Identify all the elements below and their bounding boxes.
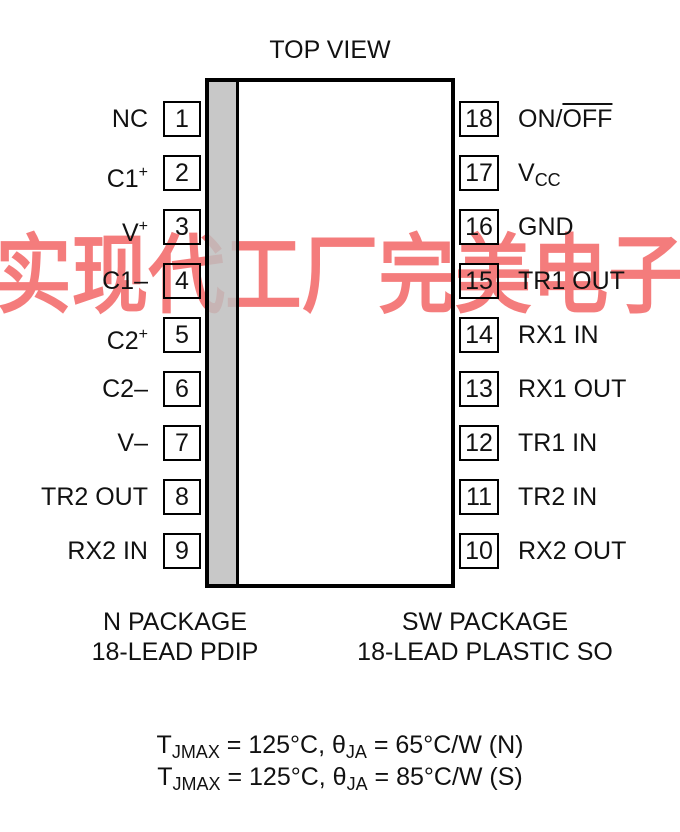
pin-label-12: TR1 IN bbox=[518, 425, 597, 461]
note-mid: = 125°C, bbox=[220, 763, 333, 791]
package-n-name: N PACKAGE bbox=[102, 608, 248, 636]
pin-label-14: RX1 IN bbox=[518, 317, 599, 353]
pin-label-5: C2+ bbox=[107, 317, 148, 359]
pin-label-superscript: + bbox=[138, 326, 148, 343]
pin-label-7: V– bbox=[117, 425, 148, 461]
package-sw-label: SW PACKAGE 18-LEAD PLASTIC SO bbox=[340, 607, 630, 667]
pin-label-text: C2 bbox=[106, 327, 139, 355]
note-rest: = 85°C/W (S) bbox=[367, 763, 523, 791]
package-sw-desc: 18-LEAD PLASTIC SO bbox=[357, 638, 613, 666]
note-mid: = 125°C, bbox=[219, 731, 332, 759]
pin-number-3: 3 bbox=[163, 209, 201, 245]
pin-number-14: 14 bbox=[459, 317, 499, 353]
pin-number-2: 2 bbox=[163, 155, 201, 191]
pin-number-10: 10 bbox=[459, 533, 499, 569]
pin-label-text: V bbox=[121, 219, 139, 247]
pin-label-8: TR2 OUT bbox=[41, 479, 148, 515]
pin-number-6: 6 bbox=[163, 371, 201, 407]
pin-label-1: NC bbox=[112, 101, 148, 137]
note-t-sub: JMAX bbox=[172, 774, 221, 794]
pin-label-text: NC bbox=[111, 105, 148, 133]
pin-number-5: 5 bbox=[163, 317, 201, 353]
pin-label-text: RX2 OUT bbox=[518, 537, 627, 565]
note-theta: θ bbox=[331, 731, 346, 759]
pin-label-6: C2– bbox=[102, 371, 148, 407]
pin-number-15: 15 bbox=[459, 263, 499, 299]
package-n-desc: 18-LEAD PDIP bbox=[91, 638, 259, 666]
pin-label-text: RX2 IN bbox=[67, 537, 148, 565]
diagram-title: TOP VIEW bbox=[269, 36, 391, 64]
pin-label-text: C1 bbox=[106, 165, 139, 193]
pin-label-11: TR2 IN bbox=[518, 479, 597, 515]
pin-label-13: RX1 OUT bbox=[518, 371, 626, 407]
chip-pin1-stripe bbox=[209, 82, 239, 584]
pin-label-text: RX1 IN bbox=[518, 321, 599, 349]
pin-number-8: 8 bbox=[163, 479, 201, 515]
pin-label-10: RX2 OUT bbox=[518, 533, 626, 569]
pin-number-9: 9 bbox=[163, 533, 201, 569]
pin-label-16: GND bbox=[518, 209, 574, 245]
pin-label-15: TR1 OUT bbox=[518, 263, 625, 299]
pin-label-overbar: OFF bbox=[562, 105, 613, 133]
pin-number-16: 16 bbox=[459, 209, 499, 245]
note-theta: θ bbox=[332, 763, 347, 791]
watermark-text: 实现代工厂完美电子 bbox=[0, 226, 680, 326]
pin-label-2: C1+ bbox=[107, 155, 148, 197]
pin-label-17: VCC bbox=[518, 155, 561, 198]
pin-label-text: TR2 IN bbox=[518, 483, 598, 511]
pin-label-text: TR1 OUT bbox=[518, 267, 625, 295]
pin-label-superscript: + bbox=[138, 164, 148, 181]
package-sw-name: SW PACKAGE bbox=[401, 608, 569, 636]
pin-number-13: 13 bbox=[459, 371, 499, 407]
pin-number-1: 1 bbox=[163, 101, 201, 137]
pin-number-7: 7 bbox=[163, 425, 201, 461]
pin-label-text: TR1 IN bbox=[518, 429, 598, 457]
note-t-sub: JMAX bbox=[171, 742, 220, 762]
pin-label-4: C1– bbox=[102, 263, 148, 299]
pin-number-12: 12 bbox=[459, 425, 499, 461]
pin-number-4: 4 bbox=[163, 263, 201, 299]
note-t: T bbox=[157, 763, 173, 791]
note-t: T bbox=[156, 731, 172, 759]
pin-label-text: V bbox=[518, 159, 535, 187]
note-theta-sub: JA bbox=[346, 774, 368, 794]
pin-number-18: 18 bbox=[459, 101, 499, 137]
pin-label-text: RX1 OUT bbox=[518, 375, 627, 403]
pin-number-17: 17 bbox=[459, 155, 499, 191]
thermal-note-s: TJMAX = 125°C, θJA = 85°C/W (S) bbox=[0, 762, 680, 799]
pin-label-9: RX2 IN bbox=[67, 533, 148, 569]
pin-label-superscript: + bbox=[138, 218, 148, 235]
pin-label-subscript: CC bbox=[534, 170, 561, 190]
pin-label-text: TR2 OUT bbox=[41, 483, 148, 511]
pin-label-text: GND bbox=[518, 213, 574, 241]
pin-label-18: ON/OFF bbox=[518, 101, 612, 137]
note-theta-sub: JA bbox=[345, 742, 367, 762]
pin-label-text: C2– bbox=[102, 375, 148, 403]
package-n-label: N PACKAGE 18-LEAD PDIP bbox=[70, 607, 280, 667]
thermal-note-n: TJMAX = 125°C, θJA = 65°C/W (N) bbox=[0, 730, 680, 767]
pin-label-text: V– bbox=[117, 429, 148, 457]
chip-body bbox=[205, 78, 455, 588]
pin-number-11: 11 bbox=[459, 479, 499, 515]
pin-label-text: ON/ bbox=[518, 105, 563, 133]
note-rest: = 65°C/W (N) bbox=[366, 731, 524, 759]
pin-label-3: V+ bbox=[122, 209, 148, 251]
pin-label-text: C1– bbox=[102, 267, 148, 295]
